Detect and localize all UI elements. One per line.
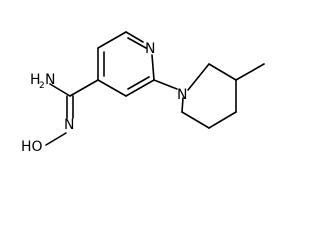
bond-ring-c2-n1 <box>125 31 144 43</box>
pyridine-n-label: N <box>145 41 155 57</box>
bond-ring-double-2 <box>127 37 147 49</box>
bond-amidine-carbon-to-amine <box>49 83 71 97</box>
bond-pip-c2-c3 <box>208 63 237 81</box>
amine-subscript-label: 2 <box>39 81 45 91</box>
chemical-structure-canvas: H 2 N N N N HO <box>21 31 265 152</box>
oxime-n-label: N <box>64 117 74 133</box>
bond-pip-n-c2 <box>187 63 210 91</box>
bond-ring-to-piperidine-n <box>153 79 178 90</box>
bond-pip-c4-c5 <box>208 111 237 129</box>
bond-ring-to-amidine-carbon <box>69 79 99 97</box>
bond-methyl <box>235 63 265 81</box>
bond-pip-c5-c6 <box>181 111 210 129</box>
chemical-structure-svg: H 2 N N N N HO <box>21 31 265 152</box>
bond-pip-c6-n <box>181 97 184 113</box>
amine-n-label: N <box>45 72 55 88</box>
bond-ring-double-3 <box>127 76 150 90</box>
piperidine-n-label: N <box>177 87 187 103</box>
bond-ring-c5-c4 <box>97 79 127 97</box>
hydroxyl-label: HO <box>21 139 43 152</box>
amine-h-label: H <box>30 72 41 88</box>
bond-ring-c6-c5 <box>125 79 155 97</box>
bond-oxime-n-to-oxygen <box>45 132 67 146</box>
bond-ring-c3-c2 <box>97 31 127 49</box>
bond-ring-n1-c6 <box>151 54 155 81</box>
